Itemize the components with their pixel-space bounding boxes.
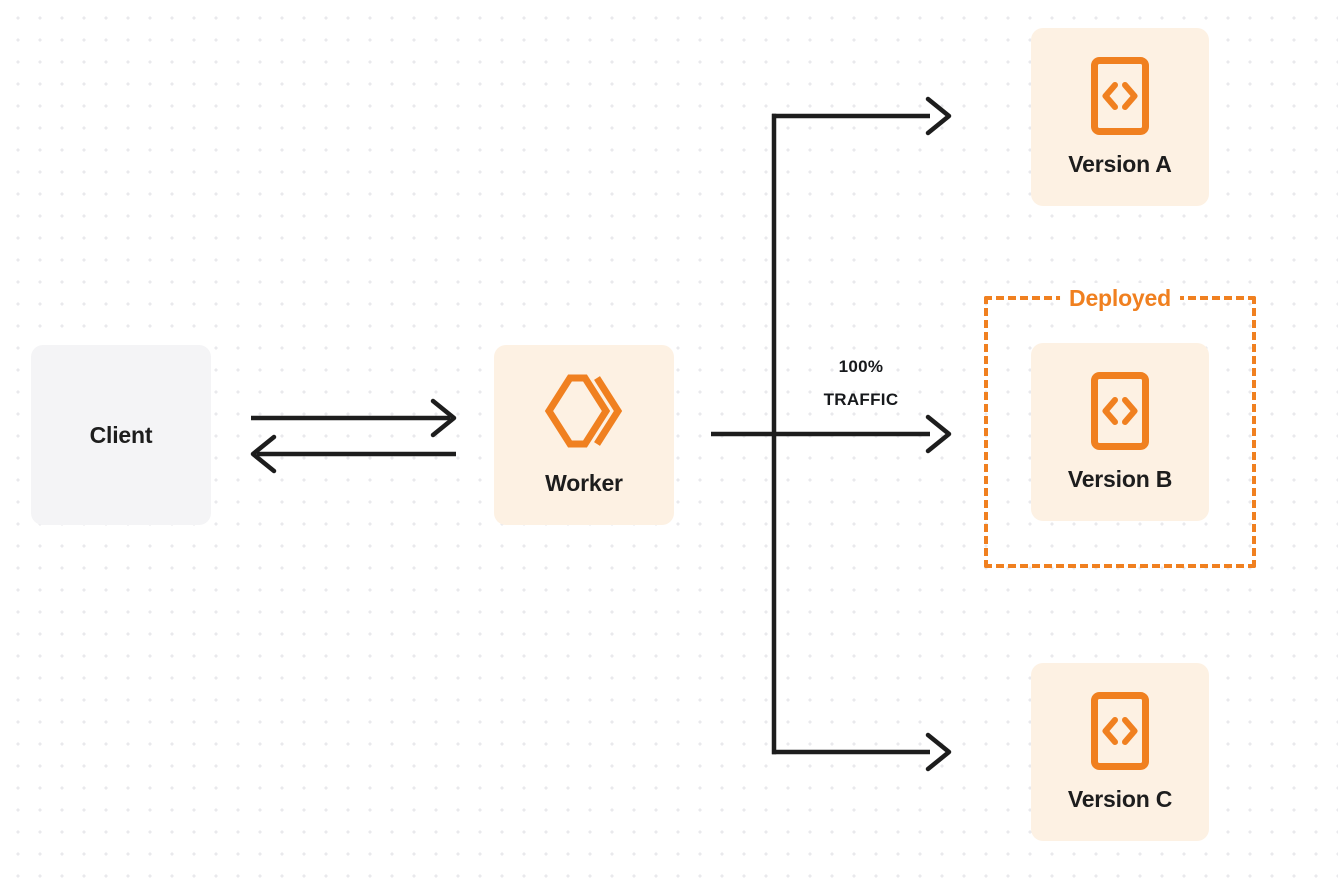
edge-worker-to-version-c (772, 732, 952, 772)
edge-worker-to-version-a (772, 96, 952, 136)
code-file-icon (1090, 56, 1150, 141)
node-version-b[interactable]: Version B (1031, 343, 1209, 521)
node-version-b-label: Version B (1067, 466, 1173, 492)
node-worker-label: Worker (545, 470, 623, 496)
deployed-group-label: Deployed (1060, 283, 1180, 313)
traffic-unit: TRAFFIC (823, 390, 899, 409)
node-client[interactable]: Client (31, 345, 211, 525)
node-version-a-label: Version A (1068, 151, 1172, 177)
node-version-c[interactable]: Version C (1031, 663, 1209, 841)
edge-worker-to-client (250, 434, 456, 474)
node-worker[interactable]: Worker (494, 345, 674, 525)
code-file-icon (1090, 691, 1150, 776)
node-version-a[interactable]: Version A (1031, 28, 1209, 206)
edge-client-to-worker (251, 398, 457, 438)
edge-worker-to-version-b (711, 414, 952, 454)
cloudflare-workers-icon (544, 373, 623, 454)
node-client-label: Client (89, 421, 153, 448)
node-version-c-label: Version C (1067, 786, 1173, 812)
code-file-icon (1090, 371, 1150, 456)
traffic-label: 100% TRAFFIC (786, 350, 936, 416)
deployed-group: Deployed (984, 283, 1256, 568)
traffic-percent: 100% (838, 357, 884, 376)
